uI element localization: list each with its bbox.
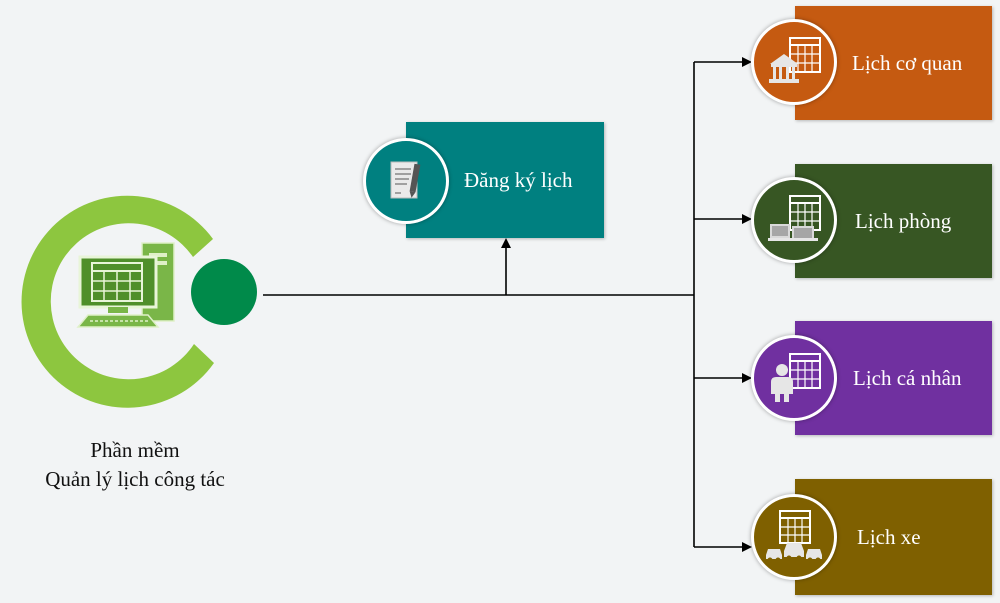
output-ca-nhan-icon-circle [751, 335, 837, 421]
computer-calendar-icon [76, 242, 175, 328]
output-label: Lịch xe [857, 524, 921, 549]
output-xe-icon-circle [751, 494, 837, 580]
output-label: Lịch phòng [855, 208, 952, 233]
software-hub [21, 195, 257, 408]
hub-caption: Phần mềm Quản lý lịch công tác [0, 436, 270, 494]
hub-ring [21, 195, 215, 408]
hub-caption-line2: Quản lý lịch công tác [45, 467, 225, 491]
building-calendar-icon [769, 37, 821, 83]
output-co-quan-icon-circle [751, 19, 837, 105]
register-icon-circle [363, 138, 449, 224]
room-calendar-icon [768, 195, 821, 241]
output-phong-icon-circle [751, 177, 837, 263]
register-label: Đăng ký lịch [464, 167, 573, 192]
output-label: Lịch cơ quan [852, 50, 963, 75]
hub-caption-line1: Phần mềm [90, 438, 180, 462]
hub-knob [191, 259, 257, 325]
car-calendar-icon [766, 510, 822, 563]
person-calendar-icon [771, 353, 821, 402]
document-pen-icon [390, 161, 421, 199]
output-label: Lịch cá nhân [853, 365, 962, 390]
